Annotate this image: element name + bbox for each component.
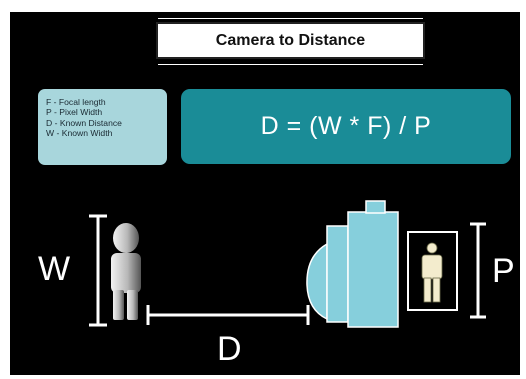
person-icon [111,223,141,320]
width-bracket [89,216,107,325]
distance-bracket [148,305,308,325]
slide: Camera to Distance F - Focal length P - … [10,12,520,375]
pixel-bracket [470,224,486,317]
width-label: W [38,252,70,286]
camera-icon [307,201,398,327]
distance-label: D [217,332,242,366]
diagram [10,12,520,375]
pixel-width-label: P [492,254,515,288]
